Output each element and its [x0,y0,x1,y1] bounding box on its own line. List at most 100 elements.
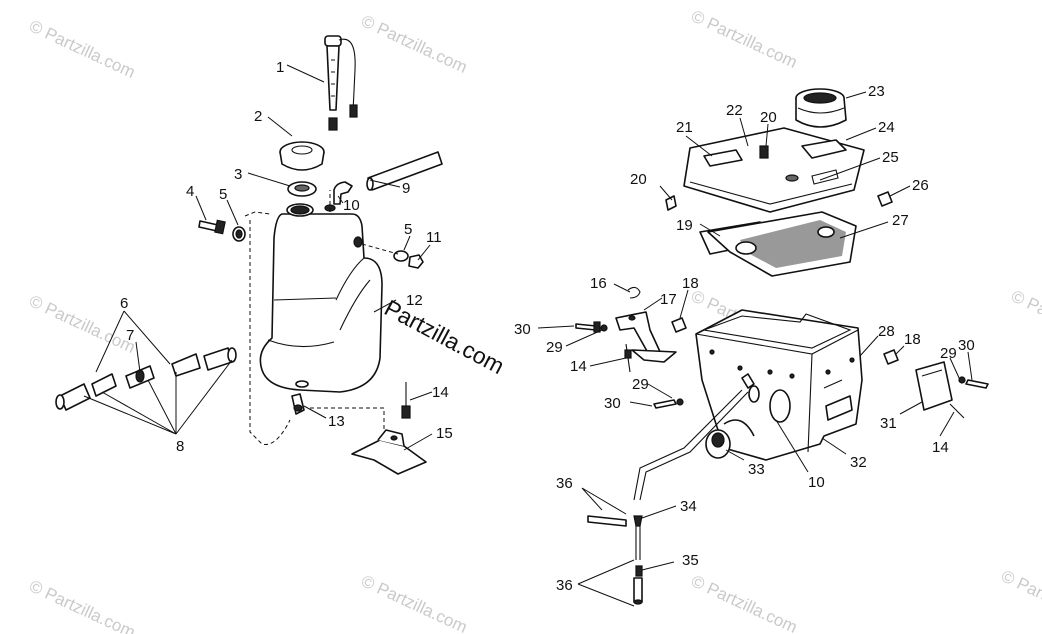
callout-label: 30 [604,395,621,412]
dashed-line [244,211,271,217]
spacer [883,349,899,365]
fuel-line-filter [55,347,237,411]
callout-label: 28 [878,323,895,340]
vent-hose [587,389,749,605]
callout-label: 25 [882,149,899,166]
callout-label: 18 [904,331,921,348]
plate [921,369,943,377]
clip [665,195,677,211]
vent-hose [366,151,443,191]
watermark: © Partzilla.com [688,571,800,634]
watermark: © Partzilla.com [358,11,470,77]
callout-label: 10 [808,474,825,491]
callout-label: 29 [632,376,649,393]
washer [393,250,409,262]
callout-label: 20 [630,171,647,188]
callout-label: 5 [404,221,412,238]
fastener [949,403,965,419]
callout-label: 18 [682,275,699,292]
callout-label: 2 [254,108,262,125]
callout-label: 34 [680,498,697,515]
spacer [671,317,687,333]
bolt [575,321,608,333]
callout-label: 14 [570,358,587,375]
callout-label: 14 [932,439,949,456]
plate [915,361,953,411]
fuel-gauge-sender [324,35,358,131]
callout-label: 11 [426,229,442,246]
battery-box-assembly [575,88,989,605]
callout-label: 4 [186,183,194,200]
clip [627,286,641,299]
pad-large [707,211,857,277]
callout-label: 13 [328,413,345,430]
callout-label: 6 [120,295,128,312]
elbow-fitting [741,373,755,389]
callout-label: 19 [676,217,693,234]
tank-bracket [351,429,427,475]
callout-label: 21 [676,119,693,136]
watermark: © Partzilla.com [688,6,800,72]
callout-label: 30 [958,337,975,354]
callout-label: 32 [850,454,867,471]
callout-label: 9 [402,180,410,197]
callout-label: 31 [880,415,897,432]
callout-label: 29 [546,339,563,356]
bolt [653,398,684,409]
battery-box [695,309,863,461]
callout-label: 26 [912,177,929,194]
boot [795,88,847,128]
callout-label: 16 [590,275,607,292]
leader-lines [83,64,973,607]
callout-label: 35 [682,552,699,569]
outlet-fitting [293,404,303,412]
bracket [615,311,677,363]
fuel-tank-assembly [55,35,443,475]
watermark-layer: © Partzilla.com © Partzilla.com © Partzi… [26,6,1042,634]
callout-label: 15 [436,425,453,442]
watermark: © Partzilla.com [998,566,1042,632]
watermark: © Partzilla.com [26,16,138,82]
callout-label: 3 [234,166,242,183]
callout-label: 30 [514,321,531,338]
watermark: © Partzilla.com [26,576,138,634]
callout-label: 12 [406,292,423,309]
grommet [877,191,893,207]
bolt [958,376,989,389]
tank-cap [279,141,325,171]
callout-label: 33 [748,461,765,478]
dashed-line [361,243,399,255]
watermark: © Partzilla.com [358,571,470,634]
watermark: © Partzilla.com [1008,286,1042,352]
callout-label: 20 [760,109,777,126]
callout-label: 36 [556,577,573,594]
dashed-line [310,407,385,440]
callout-label: 27 [892,212,909,229]
fastener [624,349,632,359]
callout-label: 5 [219,186,227,203]
callout-label: 22 [726,102,743,119]
callout-label: 24 [878,119,895,136]
vent-grommet [705,429,731,459]
battery-cover [683,127,865,213]
fastener [401,405,411,419]
callout-label: 23 [868,83,885,100]
mount-bolt [198,219,226,235]
connector [633,515,643,527]
callout-labels: 1 2 3 4 5 5 6 7 8 9 10 10 11 12 13 14 14… [120,59,975,594]
callout-label: 29 [940,345,957,362]
elbow-fitting [333,181,353,205]
callout-label: 36 [556,475,573,492]
callout-label: 7 [126,327,134,344]
callout-label: 14 [432,384,449,401]
callout-label: 10 [343,197,360,214]
callout-label: 8 [176,438,184,455]
callout-label: 17 [660,291,677,308]
fuel-tank [259,203,383,393]
dashed-line [249,220,291,445]
connector [635,565,643,577]
callout-label: 1 [276,59,284,76]
cap-gasket [287,181,317,197]
